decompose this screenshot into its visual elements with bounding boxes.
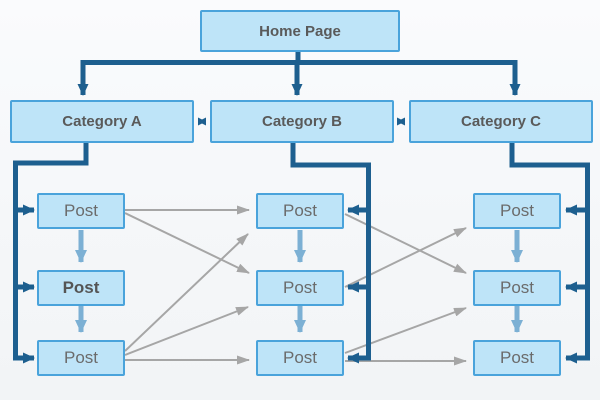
node-post-b2-label: Post [282, 278, 318, 297]
node-post-a3: Post [37, 340, 125, 376]
node-post-c1: Post [473, 193, 561, 229]
trunk-category-c [509, 143, 590, 361]
node-post-b1-label: Post [282, 201, 318, 220]
arrow-a3-to-b1 [124, 233, 249, 352]
node-category-b: Category B [210, 100, 394, 143]
post-flow-arrows [75, 230, 523, 333]
arrow-b3-to-c2 [344, 307, 467, 354]
node-post-c3: Post [473, 340, 561, 376]
node-post-b1: Post [256, 193, 344, 229]
trunk-category-a [13, 143, 89, 361]
node-category-a-label: Category A [62, 113, 142, 130]
arrow-a3-to-b2 [124, 306, 249, 356]
node-post-b2: Post [256, 270, 344, 306]
node-category-a: Category A [10, 100, 194, 143]
node-home-page: Home Page [200, 10, 400, 52]
arrow-a1-to-b2 [124, 212, 250, 274]
node-post-a2-label: Post [62, 278, 100, 297]
arrow-b2-to-c1 [344, 227, 467, 288]
node-post-a1-label: Post [63, 201, 99, 220]
node-post-a2: Post [37, 270, 125, 306]
hierarchy-connectors [13, 50, 590, 364]
arrow-b1-to-c2 [344, 213, 467, 274]
node-category-c-label: Category C [460, 113, 542, 130]
node-post-c1-label: Post [499, 201, 535, 220]
node-post-b3-label: Post [282, 348, 318, 367]
node-post-c3-label: Post [499, 348, 535, 367]
node-home-page-label: Home Page [259, 22, 341, 40]
node-post-b3: Post [256, 340, 344, 376]
trunk-category-b [290, 143, 371, 361]
node-post-c2: Post [473, 270, 561, 306]
node-post-a3-label: Post [63, 348, 99, 367]
cross-link-arrows [124, 205, 467, 366]
node-category-c: Category C [409, 100, 593, 143]
node-post-c2-label: Post [499, 278, 535, 297]
node-category-b-label: Category B [261, 113, 343, 130]
node-post-a1: Post [37, 193, 125, 229]
